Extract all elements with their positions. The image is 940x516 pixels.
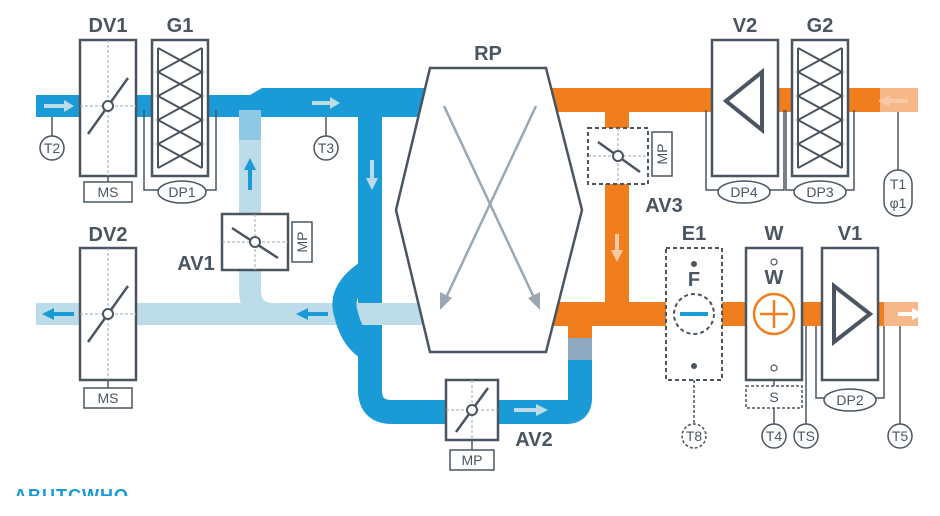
w-inner-label: W [765, 267, 784, 289]
heater-w[interactable]: W W S T4 TS [744, 223, 819, 449]
s-label: S [769, 389, 778, 405]
arrow-supply-out-right [898, 308, 924, 320]
fan-v2[interactable]: V2 DP4 [705, 15, 785, 204]
arrow-intake-right [44, 100, 74, 112]
g1-label: G1 [167, 15, 194, 37]
arrow-recirc-left [296, 308, 328, 320]
av2-mp-label: MP [462, 452, 483, 468]
dv2-label: DV2 [89, 224, 128, 246]
supply-cross-loop [332, 259, 377, 361]
dp1-ellipse [157, 180, 207, 204]
dp3-ellipse [793, 180, 847, 204]
supply-riser-duct [358, 100, 382, 340]
av1-label: AV1 [177, 253, 214, 275]
av3-mp-box [651, 131, 673, 177]
av1-mp-box [291, 221, 313, 263]
t3-label: T3 [318, 140, 335, 156]
damper-av2[interactable]: MP AV2 [444, 378, 553, 471]
arrow-av3-down [611, 234, 623, 262]
dp4-label: DP4 [730, 184, 757, 200]
phi1-label: φ1 [890, 195, 907, 211]
t4-label: T4 [766, 428, 783, 444]
sensor-t2[interactable]: T2 [39, 117, 65, 161]
v2-label: V2 [733, 15, 757, 37]
damper-dv2[interactable]: DV2 MS [78, 224, 138, 409]
t8-label: T8 [686, 428, 703, 444]
filter-g2[interactable]: G2 DP3 [785, 15, 855, 204]
footer-logo: ABUTCWHO [0, 486, 940, 516]
heater-e1[interactable]: E1 F T8 [665, 223, 723, 449]
dv1-label: DV1 [89, 15, 128, 37]
heat-exchanger-rp[interactable]: RP [394, 43, 584, 354]
fan-v1[interactable]: V1 DP2 [815, 223, 885, 412]
arrow-extract-left [878, 95, 908, 107]
dp4-ellipse [717, 180, 771, 204]
rp-body [394, 66, 584, 354]
t1-label: T1 [890, 176, 907, 192]
sensor-t1-phi1[interactable]: T1 φ1 [883, 112, 913, 217]
v1-label: V1 [838, 223, 862, 245]
w-label: W [765, 223, 784, 245]
intake-duct-flare [250, 88, 430, 117]
t2-label: T2 [44, 140, 61, 156]
flow-arrows [42, 95, 924, 416]
orange-loop-blend [568, 338, 592, 360]
av2-mp-box [449, 449, 495, 471]
arrow-supply-right [312, 97, 340, 109]
dv2-ms-label: MS [98, 390, 119, 406]
dp2-label: DP2 [836, 392, 863, 408]
ts-label: TS [797, 428, 815, 444]
arrow-bypass-right [514, 404, 548, 416]
av3-mp-label: MP [654, 144, 670, 165]
damper-av1[interactable]: MP AV1 [177, 212, 313, 275]
dv1-ms-box [83, 181, 133, 203]
arrow-exhaust-left [42, 308, 74, 320]
av2-label: AV2 [515, 429, 552, 451]
av3-label: AV3 [645, 195, 682, 217]
filter-g1[interactable]: G1 DP1 [143, 15, 217, 204]
g2-label: G2 [807, 15, 834, 37]
arrow-riser-down [366, 160, 378, 190]
sensor-t5[interactable]: T5 [887, 326, 913, 449]
t5-label: T5 [892, 428, 909, 444]
dp3-label: DP3 [806, 184, 833, 200]
damper-av3[interactable]: MP AV3 [587, 127, 683, 217]
av1-mp-label: MP [294, 232, 310, 253]
e1-label: E1 [682, 223, 706, 245]
rp-label: RP [474, 43, 502, 65]
f-label: F [688, 269, 700, 291]
dp1-label: DP1 [168, 184, 195, 200]
recirc-duct-gradient [239, 110, 261, 140]
sensor-t3[interactable]: T3 [313, 117, 339, 161]
damper-dv1[interactable]: DV1 MS [78, 15, 138, 203]
v2-body [710, 38, 780, 178]
dv2-ms-box [83, 387, 133, 409]
dp2-ellipse [823, 388, 877, 412]
arrow-recirc-up [244, 158, 256, 190]
dv1-ms-label: MS [98, 184, 119, 200]
